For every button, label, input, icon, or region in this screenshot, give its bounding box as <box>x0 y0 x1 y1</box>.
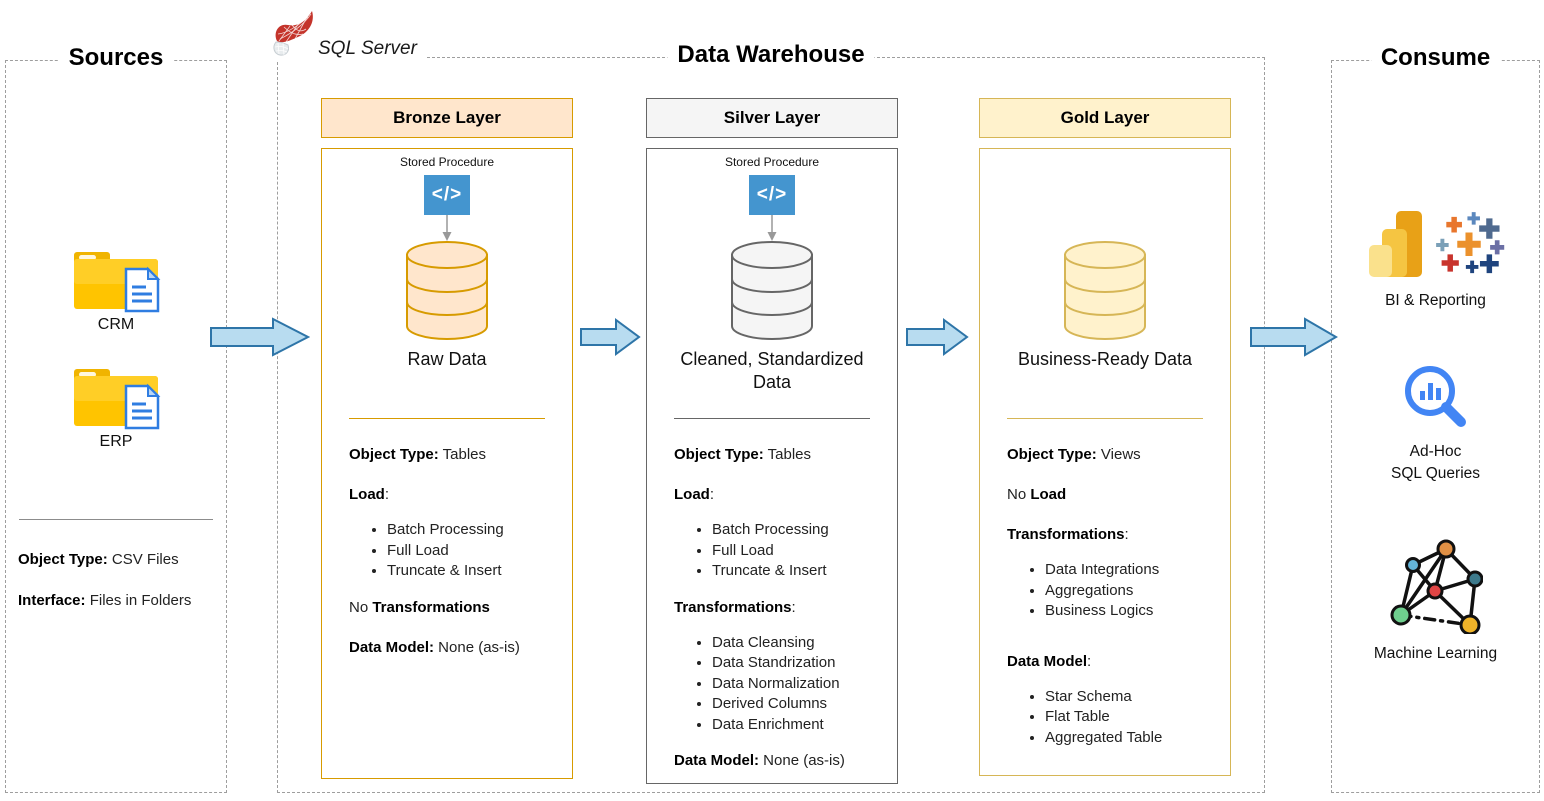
detail-line: Transformations: <box>1007 526 1129 543</box>
bi-reporting-label: BI & Reporting <box>1385 292 1486 309</box>
database-icon <box>406 241 488 340</box>
adhoc-sql-label: Ad-Hoc SQL Queries <box>1390 443 1481 482</box>
flow-arrow-sources-to-bronze <box>210 317 310 357</box>
detail-line: Data Model: None (as-is) <box>349 638 520 656</box>
sql-server-badge: SQL Server <box>272 6 427 62</box>
detail-line: Object Type: Tables <box>674 446 812 463</box>
source-crm-label: CRM <box>97 316 135 333</box>
bronze-layer-column: Bronze Layer Stored Procedure </> Raw <box>321 98 573 779</box>
detail-line: Data Model: None (as-is) <box>674 752 845 769</box>
detail-bullet-list: Batch ProcessingFull LoadTruncate & Inse… <box>712 520 897 582</box>
detail-line: Load: <box>674 486 715 503</box>
stored-procedure-label: Stored Procedure <box>399 155 495 169</box>
folder-files-icon <box>68 247 164 318</box>
stored-procedure-group: Stored Procedure </> <box>647 155 897 241</box>
flow-arrow-gold-to-consume <box>1250 317 1338 357</box>
source-crm: CRM <box>6 247 226 334</box>
machine-learning-icon <box>1388 539 1484 638</box>
stored-procedure-icon: </> <box>749 175 795 215</box>
detail-line: Data Model: <box>1007 652 1092 670</box>
detail-bullet: Derived Columns <box>712 694 897 715</box>
bronze-layer-header: Bronze Layer <box>321 98 573 138</box>
consume-adhoc-sql: Ad-Hoc SQL Queries <box>1332 364 1539 485</box>
detail-bullet: Data Enrichment <box>712 715 897 736</box>
detail-bullet: Star Schema <box>1045 687 1230 708</box>
detail-bullet-list: Data IntegrationsAggregationsBusiness Lo… <box>1045 560 1230 622</box>
detail-bullet: Batch Processing <box>387 520 572 541</box>
detail-bullet: Flat Table <box>1045 707 1230 728</box>
data-warehouse-title: Data Warehouse <box>667 41 875 69</box>
stored-procedure-group: Stored Procedure </> <box>322 155 572 241</box>
consume-title: Consume <box>1370 44 1501 72</box>
divider <box>1007 418 1203 419</box>
detail-line: Object Type: Tables <box>349 446 487 463</box>
connector-arrow <box>442 215 452 241</box>
detail-bullet: Full Load <box>387 541 572 562</box>
detail-bullet: Full Load <box>712 541 897 562</box>
machine-learning-label: Machine Learning <box>1373 645 1498 662</box>
detail-line: Transformations: <box>674 598 796 616</box>
detail-line: Load: <box>349 486 390 503</box>
detail-bullet: Data Standrization <box>712 653 897 674</box>
folder-files-icon <box>68 364 164 435</box>
bronze-layer-body: Stored Procedure </> Raw Data Object Typ… <box>321 148 573 779</box>
sources-group: Sources CRM <box>5 44 227 793</box>
gold-layer-column: Gold Layer </> Business-Ready Data <box>979 98 1231 776</box>
detail-line: Object Type: Views <box>1007 446 1141 463</box>
divider <box>349 418 545 419</box>
consume-bi-reporting: BI & Reporting <box>1332 209 1539 312</box>
detail-bullet: Aggregated Table <box>1045 728 1230 749</box>
sources-facts: Object Type: CSV Files Interface: Files … <box>18 551 191 633</box>
divider <box>674 418 870 419</box>
data-warehouse-group: Data Warehouse <box>272 6 1265 793</box>
sql-server-icon <box>272 7 316 62</box>
gold-layer-header: Gold Layer <box>979 98 1231 138</box>
stored-procedure-label: Stored Procedure <box>724 155 820 169</box>
flow-arrow-silver-to-gold <box>906 318 969 356</box>
source-fact-object-type: Object Type: CSV Files <box>18 551 179 568</box>
detail-bullet: Data Integrations <box>1045 560 1230 581</box>
connector-arrow <box>767 215 777 241</box>
silver-layer-body: Stored Procedure </> Cleaned, Standardiz… <box>646 148 898 784</box>
adhoc-sql-icon <box>1401 366 1471 436</box>
detail-bullet: Business Logics <box>1045 601 1230 622</box>
source-fact-interface: Interface: Files in Folders <box>18 592 192 609</box>
detail-bullet-list: Star SchemaFlat TableAggregated Table <box>1045 687 1230 749</box>
power-bi-icon <box>1367 209 1425 286</box>
detail-bullet: Truncate & Insert <box>387 561 572 582</box>
detail-bullet: Batch Processing <box>712 520 897 541</box>
detail-bullet-list: Batch ProcessingFull LoadTruncate & Inse… <box>387 520 572 582</box>
sql-server-label: SQL Server <box>318 38 417 59</box>
bronze-db-label: Raw Data <box>407 349 487 369</box>
detail-line: No Transformations <box>349 598 490 616</box>
gold-db-label: Business-Ready Data <box>1017 349 1193 369</box>
detail-bullet: Aggregations <box>1045 581 1230 602</box>
database-icon <box>731 241 813 340</box>
spacer <box>1007 639 1230 653</box>
tableau-icon <box>1433 209 1505 286</box>
consume-group: Consume <box>1331 44 1540 793</box>
consume-machine-learning: Machine Learning <box>1332 539 1539 665</box>
detail-bullet-list: Data CleansingData StandrizationData Nor… <box>712 633 897 736</box>
detail-bullet: Data Normalization <box>712 674 897 695</box>
stored-procedure-icon: </> <box>424 175 470 215</box>
sources-title: Sources <box>58 44 174 72</box>
silver-layer-column: Silver Layer Stored Procedure </> Cle <box>646 98 898 784</box>
database-icon <box>1064 241 1146 340</box>
silver-db-label: Cleaned, Standardized Data <box>680 349 864 392</box>
silver-layer-header: Silver Layer <box>646 98 898 138</box>
gold-layer-body: </> Business-Ready Data Object Type: Vie… <box>979 148 1231 776</box>
detail-bullet: Truncate & Insert <box>712 561 897 582</box>
detail-line: No Load <box>1007 486 1067 503</box>
detail-bullet: Data Cleansing <box>712 633 897 654</box>
source-erp: ERP <box>6 364 226 451</box>
source-erp-label: ERP <box>99 433 133 450</box>
sources-divider <box>6 519 226 520</box>
flow-arrow-bronze-to-silver <box>580 318 641 356</box>
